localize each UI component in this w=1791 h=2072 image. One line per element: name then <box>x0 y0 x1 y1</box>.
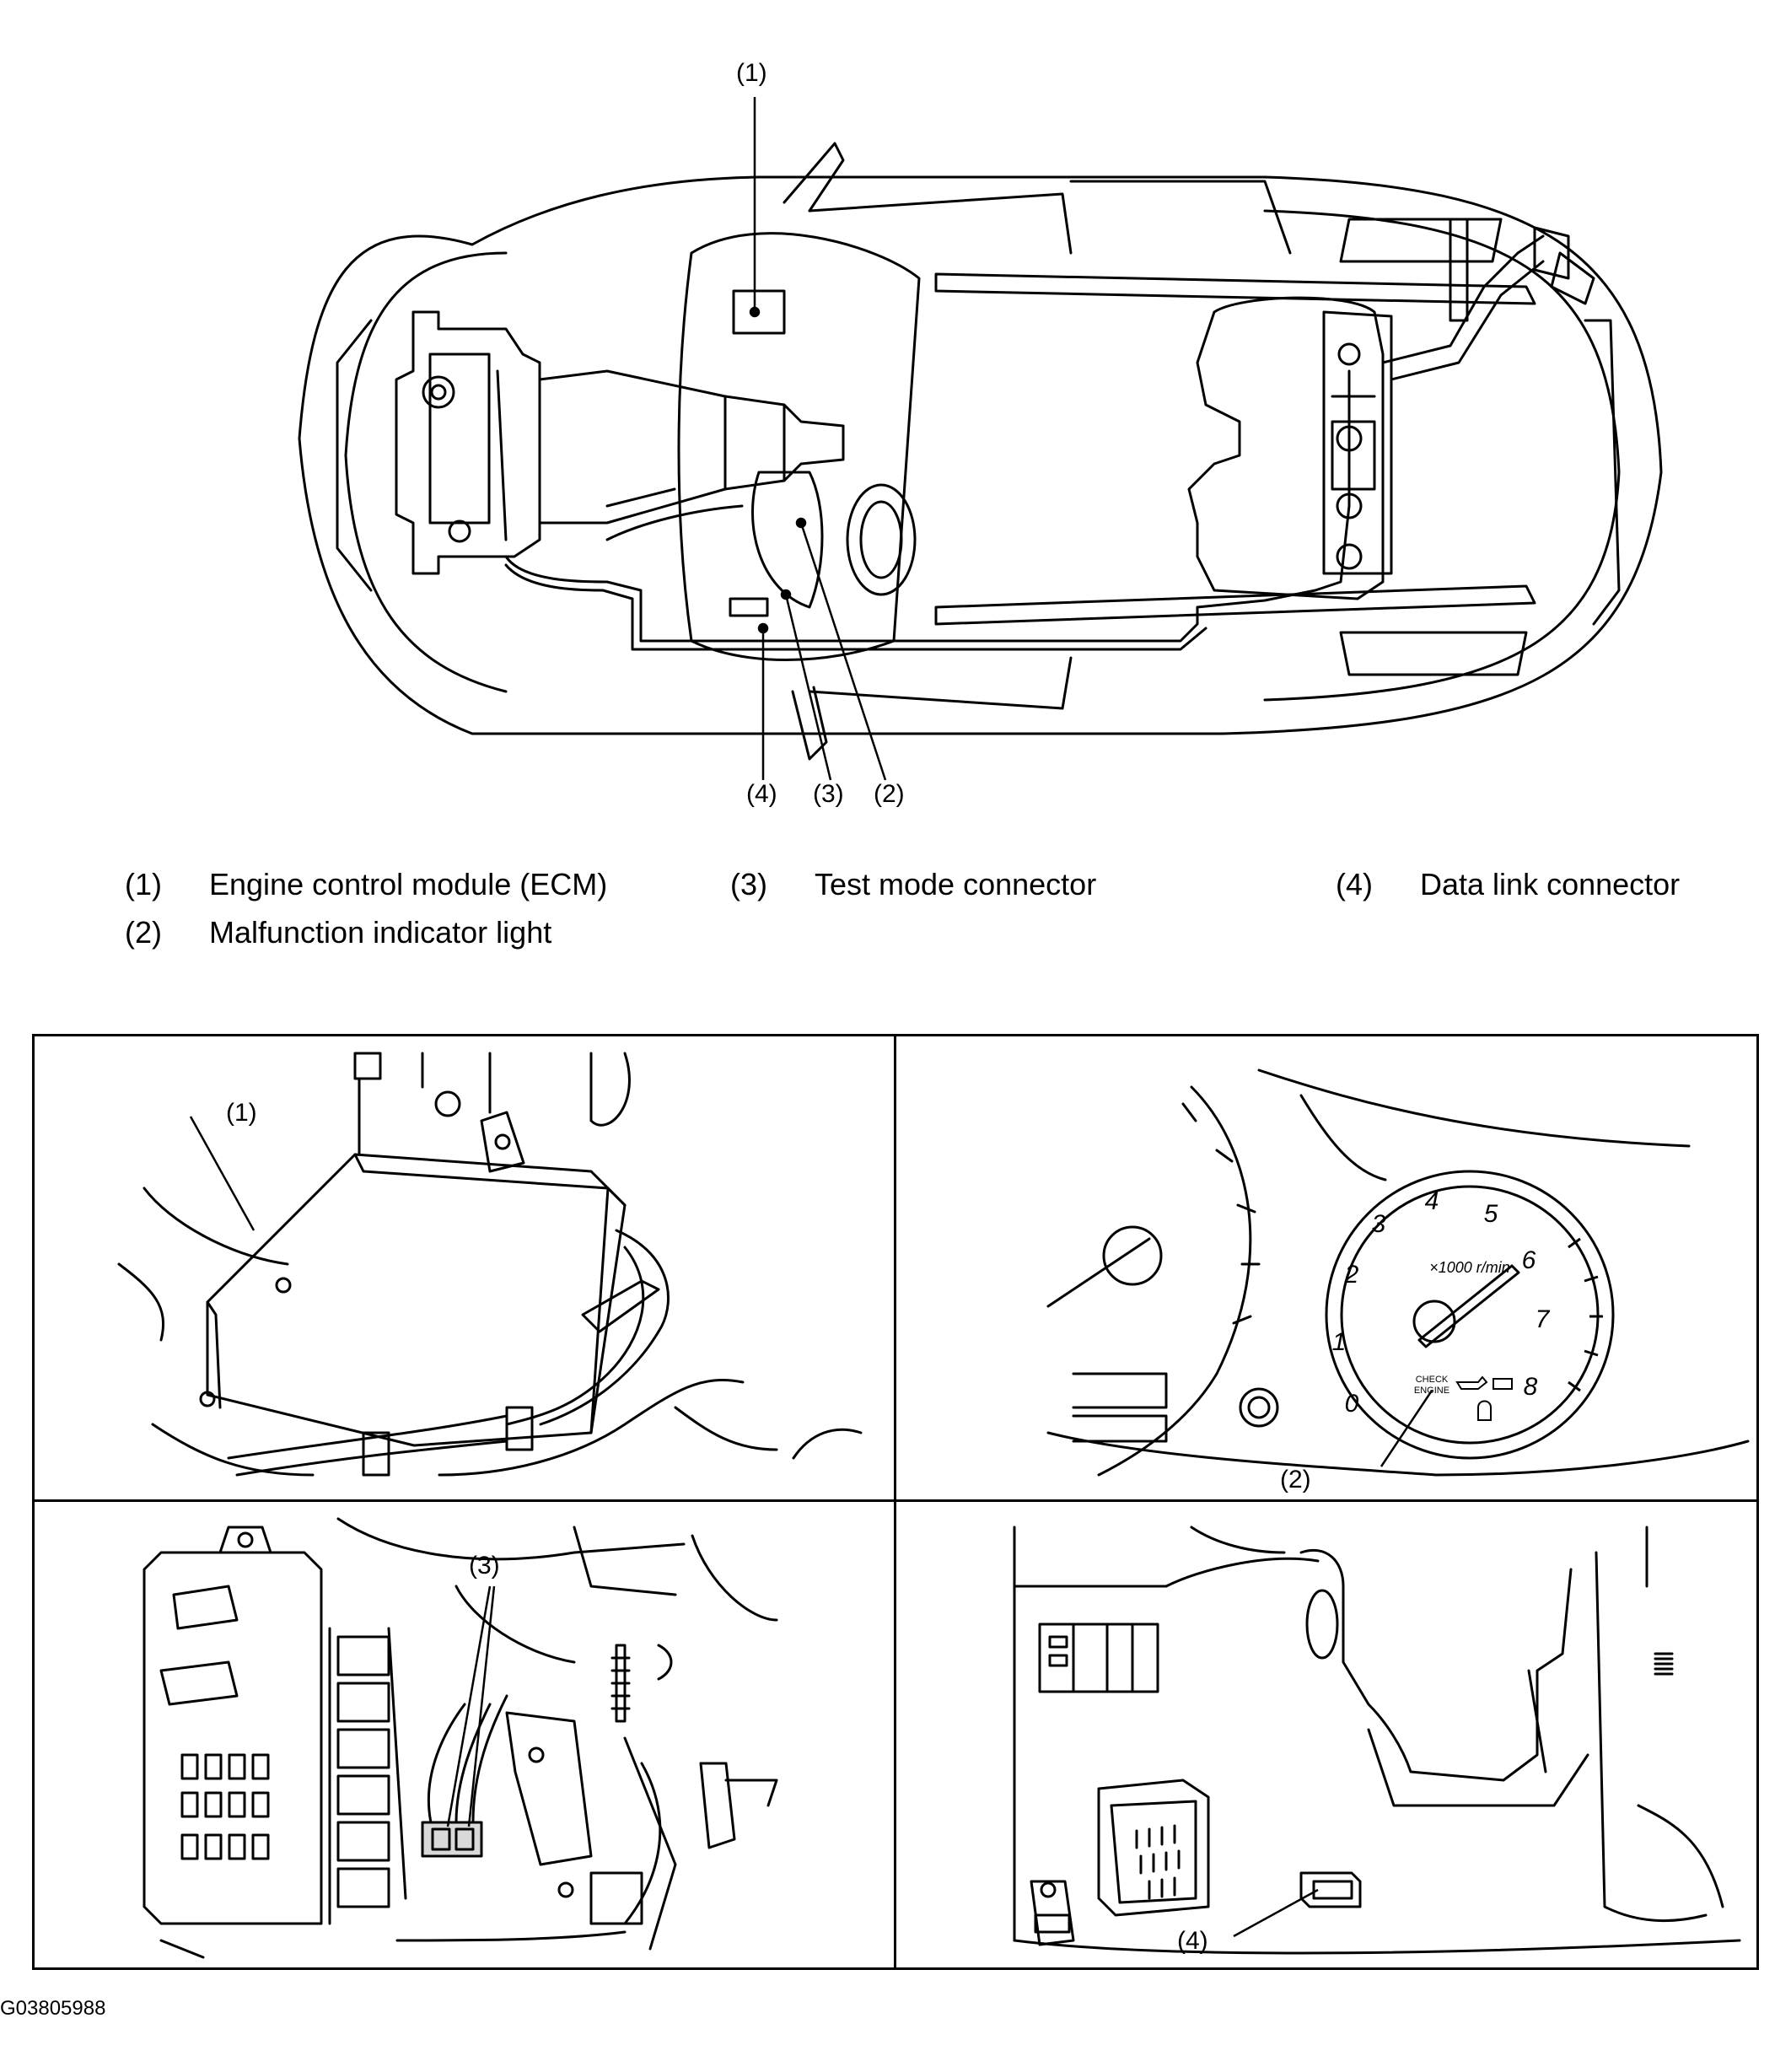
tach-label-8: 8 <box>1524 1373 1538 1401</box>
transmission <box>538 369 845 525</box>
ecm-location-box <box>732 289 786 335</box>
dash-lower-cover <box>1097 1779 1210 1917</box>
overview-callout-2: (2) <box>874 780 905 808</box>
figure-id: G03805988 <box>0 1997 106 2020</box>
overview-callout-3: (3) <box>813 780 844 808</box>
panel-dlc-illustration <box>1013 1526 1741 1955</box>
panel-dlc-callout: (4) <box>1177 1927 1208 1955</box>
legend-text-4: Data link connector <box>1420 867 1681 901</box>
dlc-location-box <box>729 597 769 617</box>
tach-label-5: 5 <box>1484 1200 1498 1228</box>
legend-text-1: Engine control module (ECM) <box>209 867 608 901</box>
grid-divider-vertical <box>894 1034 896 1970</box>
panel-cluster-illustration: 0 1 2 3 4 5 6 7 8 ×1000 r/min CHECK ENGI… <box>1046 1068 1750 1477</box>
overview-callout-1: (1) <box>736 59 767 87</box>
tachometer-needle <box>1417 1264 1520 1348</box>
dash-switch-panel <box>1038 1623 1159 1693</box>
fuse-box <box>143 1551 323 1925</box>
tach-label-1: 1 <box>1332 1328 1347 1356</box>
tach-label-7: 7 <box>1536 1305 1551 1333</box>
ecm-wire-harness <box>539 1229 670 1426</box>
tach-label-0: 0 <box>1345 1390 1359 1418</box>
check-engine-line1: CHECK <box>1416 1375 1449 1385</box>
legend-num-2: (2) <box>125 915 162 950</box>
grid-divider-horizontal <box>32 1499 1759 1502</box>
tach-label-6: 6 <box>1522 1246 1536 1274</box>
car-body-outline <box>298 175 1663 735</box>
legend-num-3: (3) <box>730 867 767 901</box>
steering-wheel <box>846 483 917 596</box>
exhaust-pipe <box>504 369 1351 643</box>
tach-label-3: 3 <box>1372 1210 1386 1238</box>
vehicle-overview-diagram <box>298 97 1663 781</box>
tach-unit-label: ×1000 r/min <box>1429 1259 1510 1276</box>
door-ajar-icon <box>1477 1400 1492 1421</box>
panel-cluster-callout: (2) <box>1280 1466 1311 1493</box>
legend-num-1: (1) <box>125 867 162 901</box>
battery-icon <box>1492 1378 1513 1390</box>
panel-ecm-callout: (1) <box>226 1099 257 1127</box>
overview-callout-4: (4) <box>746 780 777 808</box>
panel-test-mode-callout: (3) <box>469 1552 500 1580</box>
tachometer-dial <box>1325 1170 1615 1460</box>
tach-label-4: 4 <box>1425 1187 1439 1215</box>
legend-text-2: Malfunction indicator light <box>209 915 552 950</box>
tach-label-2: 2 <box>1344 1261 1359 1289</box>
legend-text-3: Test mode connector <box>815 867 1097 901</box>
engine-block <box>395 310 541 575</box>
oil-pressure-icon <box>1455 1375 1488 1390</box>
panel-test-mode-illustration <box>143 1517 778 1959</box>
panel-ecm-illustration <box>117 1052 863 1477</box>
cabin-outline <box>677 232 921 661</box>
legend-num-4: (4) <box>1336 867 1373 901</box>
ecm-box <box>206 1153 627 1447</box>
fuel-tank <box>1187 296 1385 600</box>
